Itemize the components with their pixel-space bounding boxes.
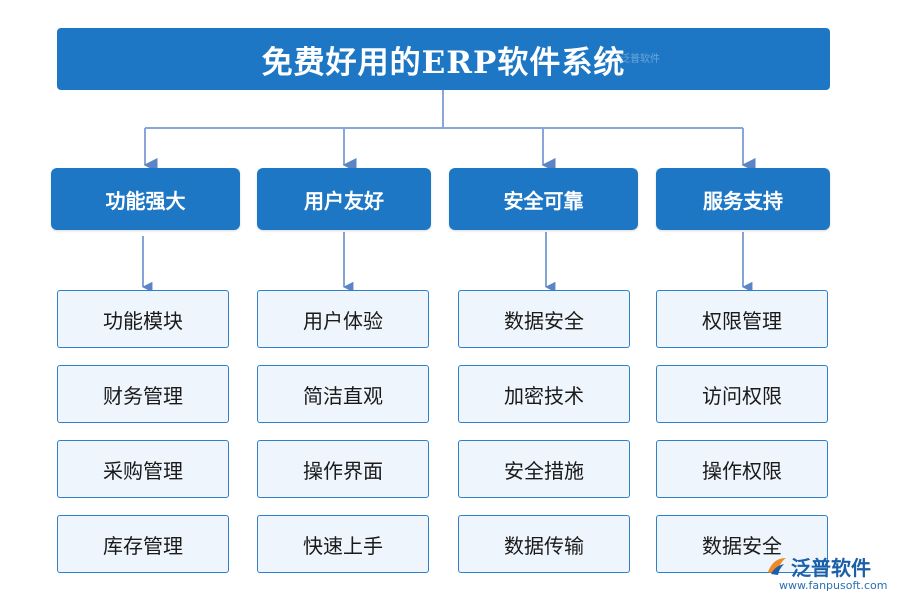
item-box: 权限管理 xyxy=(656,290,828,348)
item-box: 操作权限 xyxy=(656,440,828,498)
item-box: 功能模块 xyxy=(57,290,229,348)
item-box: 操作界面 xyxy=(257,440,429,498)
category-box: 服务支持 xyxy=(656,168,830,230)
category-box: 安全可靠 xyxy=(449,168,638,230)
title-watermark: 泛普软件 xyxy=(620,54,660,65)
item-box: 快速上手 xyxy=(257,515,429,573)
brand-watermark: 泛普软件 www.fanpusoft.com xyxy=(765,552,890,594)
item-box: 访问权限 xyxy=(656,365,828,423)
item-box: 数据传输 xyxy=(458,515,630,573)
item-box: 财务管理 xyxy=(57,365,229,423)
diagram-title: 免费好用的ERP软件系统 xyxy=(57,28,830,90)
item-box: 简洁直观 xyxy=(257,365,429,423)
item-box: 数据安全 xyxy=(458,290,630,348)
item-box: 用户体验 xyxy=(257,290,429,348)
item-box: 库存管理 xyxy=(57,515,229,573)
item-box: 安全措施 xyxy=(458,440,630,498)
item-box: 采购管理 xyxy=(57,440,229,498)
category-box: 功能强大 xyxy=(51,168,240,230)
fanpu-logo-icon xyxy=(768,558,786,575)
watermark-url: www.fanpusoft.com xyxy=(779,579,888,592)
category-box: 用户友好 xyxy=(257,168,431,230)
watermark-name: 泛普软件 xyxy=(791,556,871,580)
item-box: 加密技术 xyxy=(458,365,630,423)
item-box: 数据安全 xyxy=(656,515,828,573)
